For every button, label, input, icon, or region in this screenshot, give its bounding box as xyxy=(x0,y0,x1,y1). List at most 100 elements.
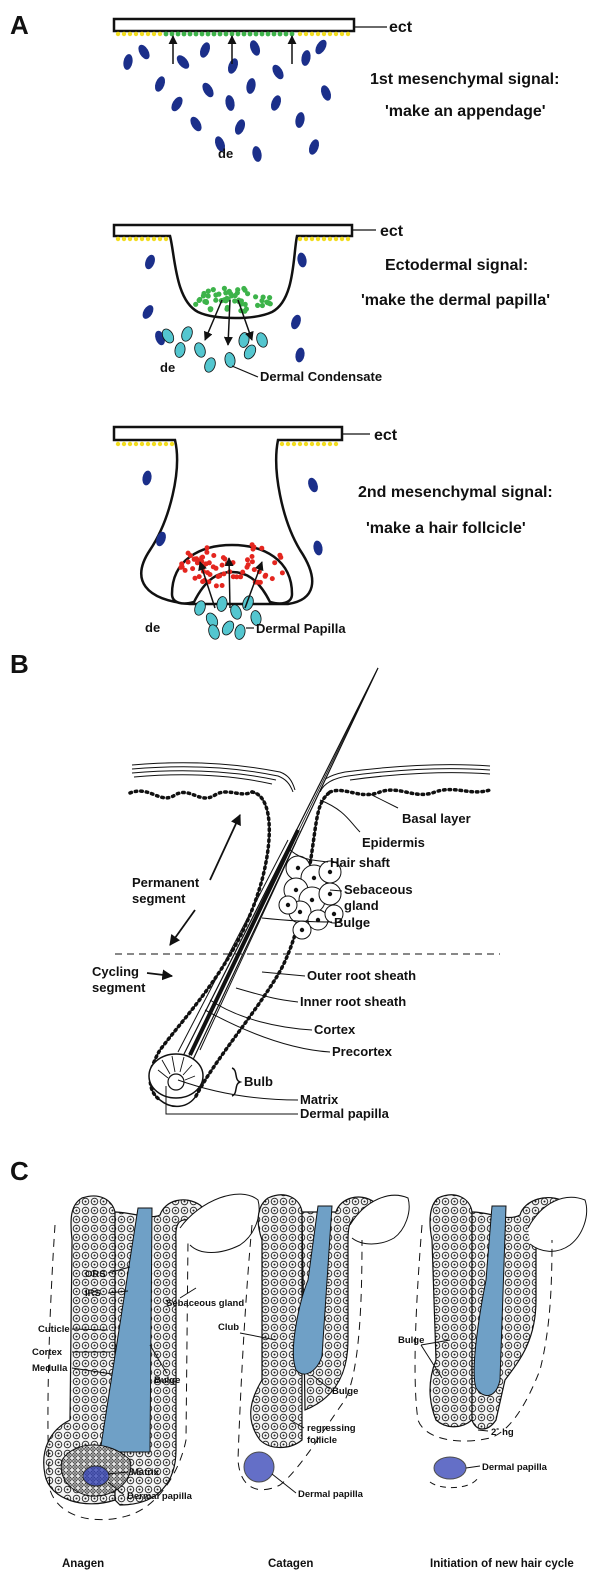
matrix-cell xyxy=(186,560,191,565)
dermal-cell xyxy=(140,303,155,320)
matrix-cell xyxy=(278,555,283,560)
epidermal-cell xyxy=(316,237,320,241)
dermal-cell xyxy=(289,313,303,330)
epidermal-cell xyxy=(304,237,308,241)
epidermal-cell xyxy=(140,237,144,241)
permanent-arrow-up xyxy=(210,815,240,880)
epidermal-cell xyxy=(292,442,296,446)
epidermal-cell xyxy=(322,32,326,36)
dermal-cell xyxy=(122,53,134,70)
epidermal-cell xyxy=(134,32,138,36)
epidermal-cell xyxy=(116,32,120,36)
new-cycle-stage-label: Initiation of new hair cycle xyxy=(430,1558,574,1570)
dermal-cell xyxy=(233,118,247,136)
new-cycle-dermal-papilla-label: Dermal papilla xyxy=(482,1462,548,1473)
dermal-cell xyxy=(136,43,152,61)
matrix-cell xyxy=(183,568,188,573)
matrix-cell xyxy=(197,574,202,579)
dermal-cell xyxy=(270,63,286,81)
matrix-cell xyxy=(280,570,285,575)
epidermal-cell xyxy=(152,442,156,446)
matrix-cell xyxy=(205,545,210,550)
dermal-cell xyxy=(141,470,152,486)
signal-title: 2nd mesenchymal signal: xyxy=(358,484,553,501)
anagen-cuticle: Cuticle xyxy=(38,1324,70,1335)
placode-cell xyxy=(254,32,259,37)
placode-cell xyxy=(267,295,272,300)
condensate-cell xyxy=(238,332,250,349)
epidermal-cell xyxy=(128,32,132,36)
epidermal-cell xyxy=(346,237,350,241)
epidermal-cell xyxy=(334,237,338,241)
condensate-label: Dermal Condensate xyxy=(260,369,382,384)
ect-label: ect xyxy=(380,223,404,240)
dermal-cell xyxy=(294,111,306,128)
sebocyte-nucleus xyxy=(298,910,302,914)
dermal-cells xyxy=(122,38,333,163)
epidermal-cell xyxy=(140,442,144,446)
epidermal-cell xyxy=(310,442,314,446)
anagen-dermal-papilla xyxy=(83,1466,109,1486)
panel-c-label: C xyxy=(10,1156,29,1186)
placode-cell xyxy=(278,32,283,37)
matrix-cell xyxy=(255,580,260,585)
de-label: de xyxy=(145,620,160,635)
placode-cell xyxy=(194,32,199,37)
dermal-cell xyxy=(307,138,321,156)
epidermal-cell xyxy=(316,32,320,36)
condensate-cell xyxy=(255,331,270,349)
epidermal-cell xyxy=(122,442,126,446)
matrix-cell xyxy=(221,555,226,560)
de-label: de xyxy=(160,360,175,375)
dermal-cell xyxy=(143,253,157,270)
epidermal-cell xyxy=(170,442,174,446)
placode-cell xyxy=(233,293,238,298)
placode-cell xyxy=(218,32,223,37)
bulb xyxy=(149,1054,203,1098)
epidermal-cell xyxy=(316,442,320,446)
placode-cell xyxy=(176,32,181,37)
epidermal-cell xyxy=(158,442,162,446)
epidermal-cell xyxy=(146,237,150,241)
stage-1-appendage: ect de 1st mesenchymal signal: 'make an … xyxy=(114,19,559,163)
placode-cell xyxy=(213,298,218,303)
epidermis-label: Epidermis xyxy=(362,835,425,850)
cycling-arrow xyxy=(147,973,172,976)
epidermal-cell xyxy=(334,32,338,36)
matrix-cell xyxy=(272,560,277,565)
dermal-cell xyxy=(226,57,240,75)
panel-b: B xyxy=(10,649,500,1121)
dermal-cell xyxy=(313,38,329,56)
basal-layer-label: Basal layer xyxy=(402,811,471,826)
matrix-label: Matrix xyxy=(300,1092,339,1107)
sebocyte-nucleus xyxy=(312,876,316,880)
epidermal-cell xyxy=(334,442,338,446)
epidermal-cell xyxy=(346,32,350,36)
new-cycle-dermal-papilla xyxy=(434,1457,466,1479)
catagen-stage-label: Catagen xyxy=(268,1558,313,1570)
condensate-cell xyxy=(193,341,208,359)
placode-cell xyxy=(290,32,295,37)
matrix-cell xyxy=(220,563,225,568)
papilla-label: Dermal Papilla xyxy=(256,621,346,636)
matrix-cell xyxy=(251,545,256,550)
stratum-corneum xyxy=(132,763,490,792)
sebaceous-label-1: Sebaceous xyxy=(344,882,413,897)
placode-cell xyxy=(164,32,169,37)
ectoderm-layer xyxy=(114,19,354,31)
anagen-irs: IRS xyxy=(85,1288,101,1299)
placode-cell xyxy=(193,302,198,307)
stage-2-dermal-condensate: ect de Dermal Condensate Ectodermal sign… xyxy=(114,223,550,384)
de-label: de xyxy=(218,146,233,161)
sebocyte-nucleus xyxy=(310,898,314,902)
epidermal-cell xyxy=(134,237,138,241)
new-cycle-hg: 2˚ hg xyxy=(491,1427,514,1438)
condensate-cell xyxy=(174,342,186,359)
matrix-cell xyxy=(250,559,255,564)
epidermal-cell xyxy=(322,237,326,241)
epidermal-cell xyxy=(304,32,308,36)
epidermal-cell xyxy=(304,442,308,446)
placode-cell xyxy=(222,286,227,291)
epidermal-cell xyxy=(134,442,138,446)
matrix-cell xyxy=(220,583,225,588)
